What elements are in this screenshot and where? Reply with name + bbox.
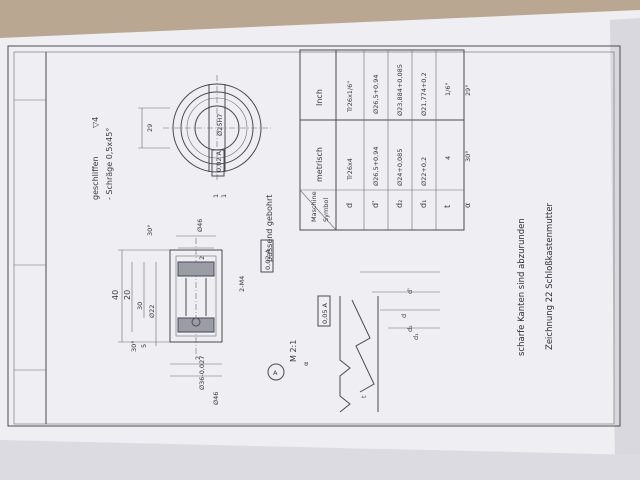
dim-2-m4: 2-M4 [238,276,246,292]
dim-29: 29 [146,124,154,132]
frame-thread-text: 0,05 A [321,302,329,324]
row-d-inch: Tr26x1/6" [346,81,354,113]
table-header-metric: metrisch [315,147,324,182]
thread-table: Maschine Symbol metrisch Inch d Tr26x4 T… [299,49,472,231]
paper-bottom-shade [0,440,640,480]
row-d2-symbol: d₂ [395,200,404,208]
row-d1-inch: Ø21,774+0,2 [420,72,428,116]
profile-t: t [360,395,368,398]
profile-scale: M 2:1 [289,340,298,362]
profile-dprime: d' [406,288,414,294]
surface-symbol: ▽4 [91,117,100,128]
row-alpha-symbol: α [463,203,472,208]
paper-sheet [0,10,640,478]
row-dprime-symbol: d' [371,201,380,208]
row-t-inch: 1/6" [444,83,452,96]
dim-angle-30-top: 30° [146,224,154,236]
dim-2-top: 2 [198,256,206,260]
dim-5: 5 [140,344,148,348]
dim-30-tol: 30 [136,302,144,310]
frame-end-view-text: 0,02 A [215,150,223,172]
dim-25h7: Ø25H7 [216,114,224,136]
dim-20: 20 [123,290,132,300]
row-dprime-inch: Ø26,5+0,94 [372,74,380,114]
table-header-inch: Inch [315,89,324,106]
datum-a: A [267,363,285,381]
table-corner-bottom: Symbol [322,198,330,222]
bore-note: passend gebohrt 0,02 A [260,195,274,273]
end-view: 29 Ø25H7 0,02 A 1 1 [138,75,271,198]
row-dprime-metric: Ø26,5+0,94 [372,146,380,186]
drawing-frame [7,45,621,427]
paper-edge-shadow [610,18,640,470]
note-geschliffen: geschliffen [91,156,100,200]
frame-end-view [211,149,225,177]
row-alpha-metric: 30° [464,150,472,162]
row-d2-inch: Ø23,884+0,085 [396,64,404,116]
table-corner-top: Maschine [310,191,318,222]
thread-profile: M 2:1 0,05 A d' d d₂ d₁ α t [289,271,440,413]
row-d1-metric: Ø22+0,2 [420,157,428,186]
profile-alpha: α [302,362,310,366]
row-t-symbol: t [443,205,452,208]
frame-bore-text: 0,02 A [264,248,272,270]
chamfer-mark-2: 1 [220,194,228,198]
row-d2-metric: Ø24+0,085 [396,149,404,186]
note-passend-gebohrt: passend gebohrt [265,195,274,262]
dim-46-top: Ø46 [196,219,204,232]
surface-notes: geschliffen ▽4 - Schräge 0,5x45° [91,117,114,200]
row-d-metric: Tr26x4 [346,158,354,181]
dim-22: Ø22 [148,305,156,318]
dim-46-bottom: Ø46 [212,392,220,405]
section-view: 40 20 30 Ø22 30° 5 2 2 2-M4 Ø36-0,027 Ø4… [111,219,246,405]
dim-2-bottom: 2 [194,356,202,360]
profile-d2: d₂ [406,325,414,332]
profile-d1: d₁ [412,333,420,340]
row-d1-symbol: d₁ [419,200,428,208]
drawing-caption: Zeichnung 22 Schloßkastenmutter [545,202,555,350]
dim-angle-30: 30° [130,340,138,352]
note-chamfer: - Schräge 0,5x45° [105,128,114,200]
row-alpha-inch: 29° [464,84,472,96]
dim-36: Ø36-0,027 [198,356,206,390]
profile-d: d [400,314,408,318]
datum-a-letter: A [273,369,278,377]
note-edges: scharfe Kanten sind abzurunden [517,218,527,356]
row-d-symbol: d [345,203,354,208]
dim-40: 40 [111,290,120,300]
chamfer-mark-1: 1 [212,194,220,198]
row-t-metric: 4 [444,156,452,160]
